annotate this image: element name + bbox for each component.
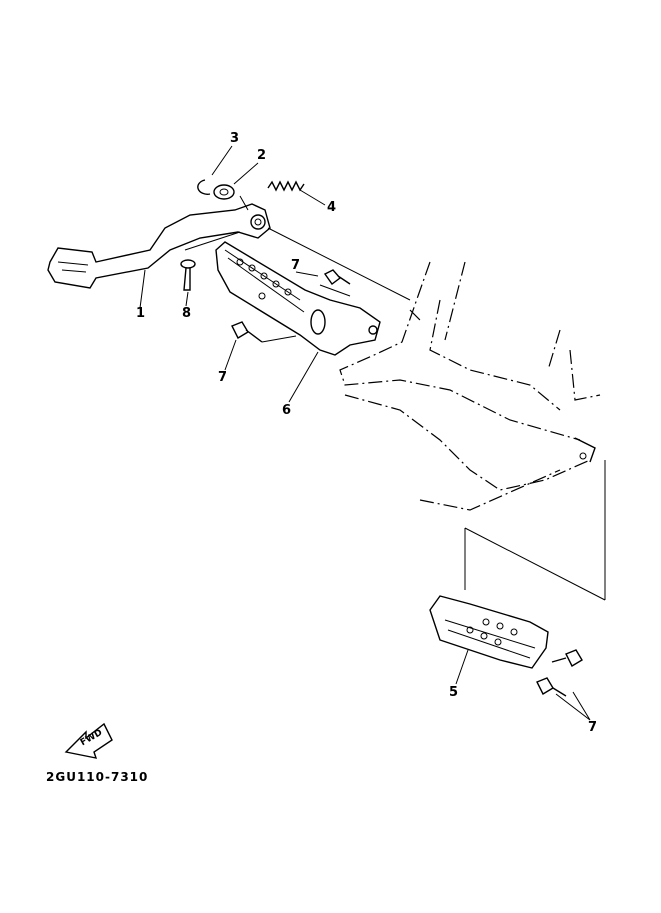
callout-6: 6 — [282, 403, 292, 418]
bolt — [536, 677, 567, 697]
washer — [213, 184, 235, 200]
callout-7: 7 — [291, 258, 301, 273]
callout-7: 7 — [588, 720, 598, 735]
bolt — [231, 321, 263, 343]
callout-8: 8 — [182, 306, 192, 321]
callout-7: 7 — [218, 370, 228, 385]
footrest — [429, 595, 549, 669]
brake-pedal — [47, 195, 271, 289]
diagram-code: 2GU110-7310 — [46, 770, 149, 784]
circlip — [197, 179, 211, 195]
callout-3: 3 — [230, 131, 240, 146]
callout-5: 5 — [449, 685, 459, 700]
bolt — [551, 649, 583, 667]
spring — [267, 180, 305, 192]
footrest-bracket — [215, 241, 381, 356]
reference-lines — [184, 227, 606, 601]
callout-4: 4 — [327, 200, 337, 215]
fwd-arrow-icon — [64, 722, 113, 759]
pin — [180, 259, 196, 291]
callout-2: 2 — [257, 148, 267, 163]
frame-outline — [339, 261, 601, 511]
callout-1: 1 — [136, 306, 146, 321]
bolt — [323, 269, 351, 285]
